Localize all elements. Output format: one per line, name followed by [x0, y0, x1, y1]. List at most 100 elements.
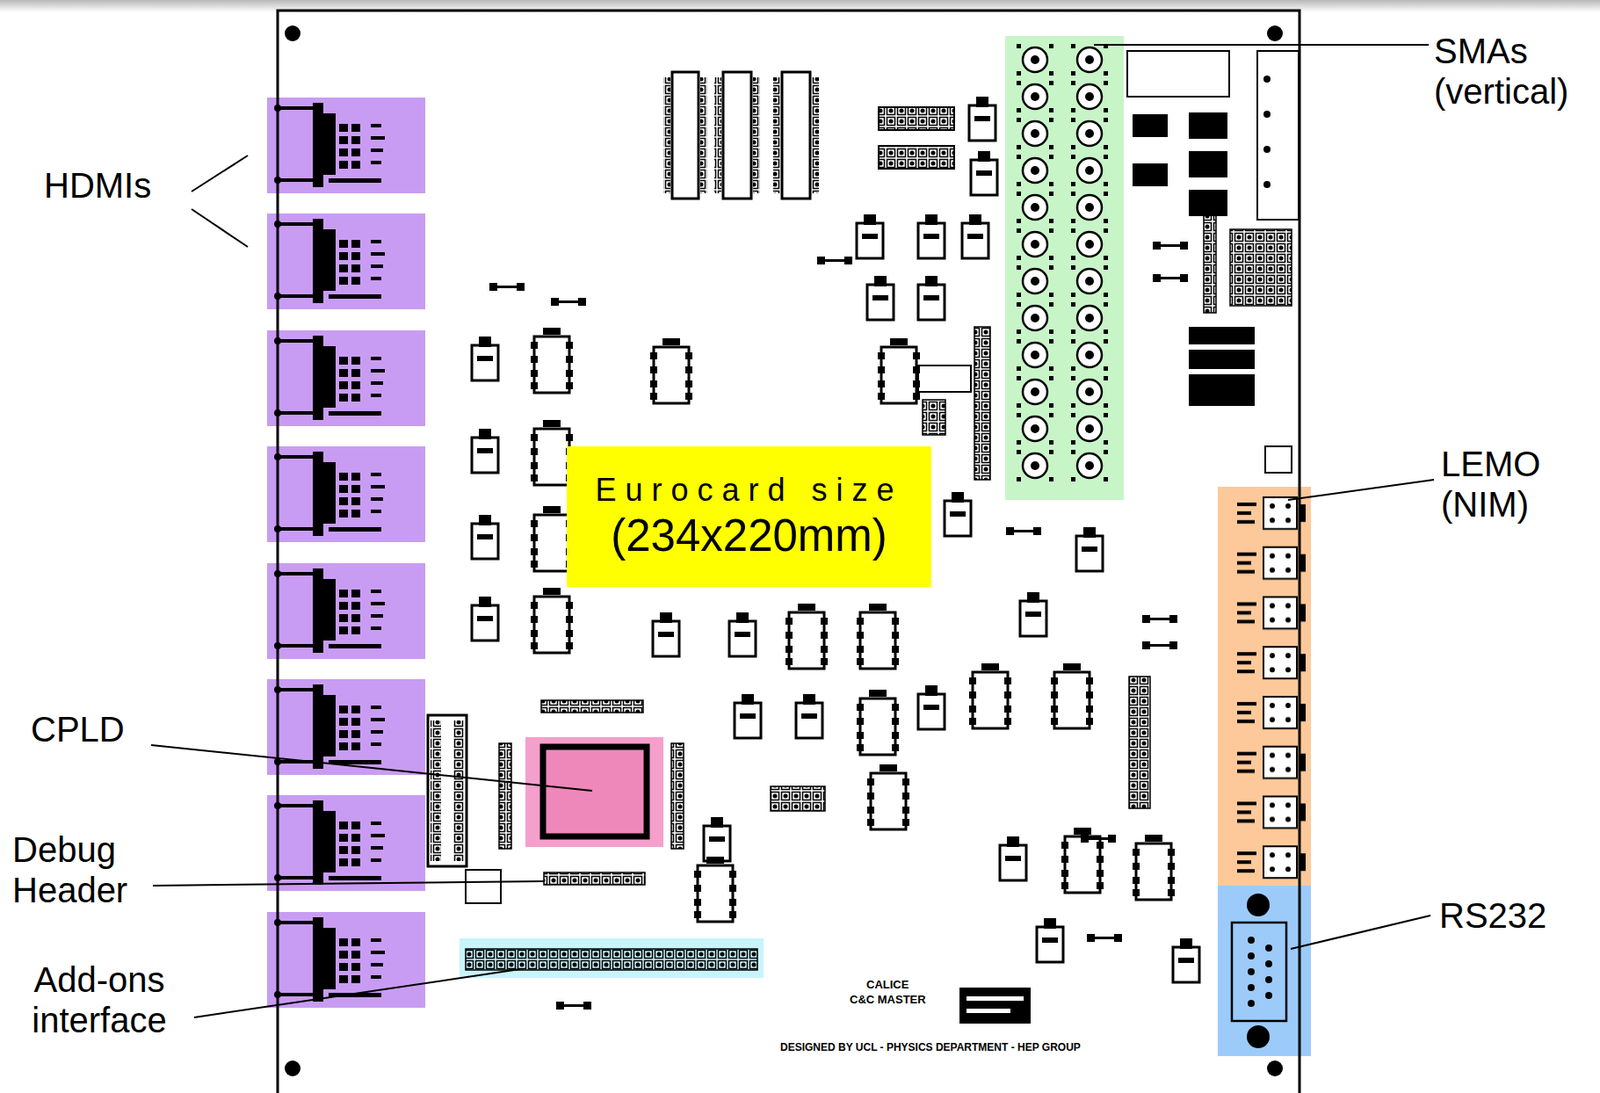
rs232-connector [1265, 991, 1273, 1000]
hdmi-connectors [274, 451, 385, 536]
ic-packages [1188, 369, 1255, 375]
lemo-connectors [1217, 488, 1311, 888]
rs232-connector [1265, 944, 1273, 952]
discrete-components [694, 856, 737, 922]
discrete-components [652, 612, 680, 657]
discrete-components [1006, 527, 1042, 536]
discrete-components [1086, 933, 1123, 942]
discrete-components [1076, 527, 1103, 572]
rs232-connector [1231, 922, 1287, 1021]
discrete-components [703, 817, 731, 862]
ic-packages [1265, 446, 1292, 473]
ic-packages [700, 77, 708, 194]
discrete-components [1132, 834, 1175, 900]
pin-headers [878, 107, 955, 131]
leader-lines [1288, 479, 1434, 500]
callout-label: LEMO (NIM) [1440, 443, 1573, 525]
cpld-chip [499, 743, 512, 849]
callout-label: RS232 [1439, 895, 1547, 936]
sma-connectors [1005, 36, 1124, 500]
ic-packages [1127, 50, 1230, 97]
rs232-connector [1247, 984, 1255, 992]
discrete-components [918, 275, 945, 320]
hdmi-connectors [267, 679, 426, 775]
hdmi-connectors [274, 102, 385, 188]
ic-packages [811, 77, 819, 194]
discrete-components [970, 151, 998, 196]
cpld-chip [542, 746, 647, 837]
mounting-holes [284, 25, 1283, 1077]
ic-packages [966, 1008, 1011, 1014]
ic-packages [1133, 685, 1160, 809]
rs232-connector [1265, 976, 1273, 984]
hdmi-connectors [274, 917, 385, 1002]
ic-packages [427, 50, 1299, 1024]
discrete-components [556, 1001, 592, 1010]
size-value: (234x220mm) [610, 508, 888, 563]
ic-packages [1188, 189, 1228, 217]
discrete-components [999, 836, 1027, 881]
lemo-connectors [1217, 486, 1311, 888]
hdmi-connectors [267, 213, 426, 310]
ic-packages [773, 77, 781, 194]
ic-packages [1263, 75, 1271, 83]
discrete-components [1152, 241, 1188, 250]
ic-packages [752, 77, 761, 194]
discrete-components [1020, 592, 1047, 637]
hdmi-connectors [274, 684, 385, 769]
ic-packages [959, 987, 1031, 1024]
hdmi-connectors [267, 330, 426, 427]
hdmi-connectors [274, 335, 385, 420]
silkscreen-text: C&C MASTER [849, 993, 927, 1007]
discrete-components [550, 297, 587, 306]
discrete-components [785, 603, 828, 669]
ic-packages [1132, 114, 1168, 138]
discrete-components [918, 685, 945, 730]
discrete-components [856, 689, 899, 755]
rs232-connector [1217, 885, 1311, 1057]
ic-packages [918, 365, 971, 392]
silkscreen-text: DESIGNED BY UCL - PHYSICS DEPARTMENT - H… [780, 1042, 1081, 1055]
rs232-connector [1217, 885, 1311, 1057]
rs232-connector [1246, 893, 1270, 917]
hdmi-connectors [267, 97, 426, 194]
board-ground [277, 10, 1300, 1093]
discrete-components [471, 336, 499, 381]
pin-headers [1203, 207, 1217, 313]
rs232-connector [1247, 952, 1255, 960]
size-caption: Eurocard size [594, 470, 903, 509]
sma-connectors [1005, 36, 1124, 500]
discrete-components [1050, 663, 1094, 729]
discrete-components [962, 214, 989, 259]
discrete-components [1036, 918, 1064, 963]
discrete-components [1142, 615, 1178, 623]
discrete-components [729, 612, 756, 657]
rs232-connector [1247, 936, 1255, 944]
pin-headers [878, 145, 955, 169]
discrete-components [817, 256, 853, 265]
cpld-chip [671, 743, 684, 849]
add-ons-header [465, 948, 758, 971]
discrete-components [650, 338, 693, 404]
mounting-holes [1266, 1060, 1283, 1077]
ic-packages [672, 72, 699, 199]
discrete-components [877, 338, 920, 404]
callout-label: Add-ons interface [20, 959, 179, 1041]
ic-packages [1188, 151, 1228, 178]
pin-headers [1129, 676, 1151, 809]
mounting-holes [284, 1060, 301, 1077]
discrete-components [1142, 641, 1178, 650]
leader-lines [1290, 915, 1431, 949]
hdmi-connectors [274, 568, 385, 653]
ic-packages [1188, 344, 1255, 350]
discrete-components [944, 492, 971, 536]
rs232-connector [1265, 960, 1273, 968]
ic-packages [714, 77, 722, 194]
ic-packages [1188, 326, 1255, 406]
discrete-components [796, 694, 823, 739]
ic-packages [1263, 110, 1271, 118]
ic-packages [1263, 145, 1271, 153]
leader-lines [191, 155, 248, 192]
discrete-components [734, 694, 761, 739]
